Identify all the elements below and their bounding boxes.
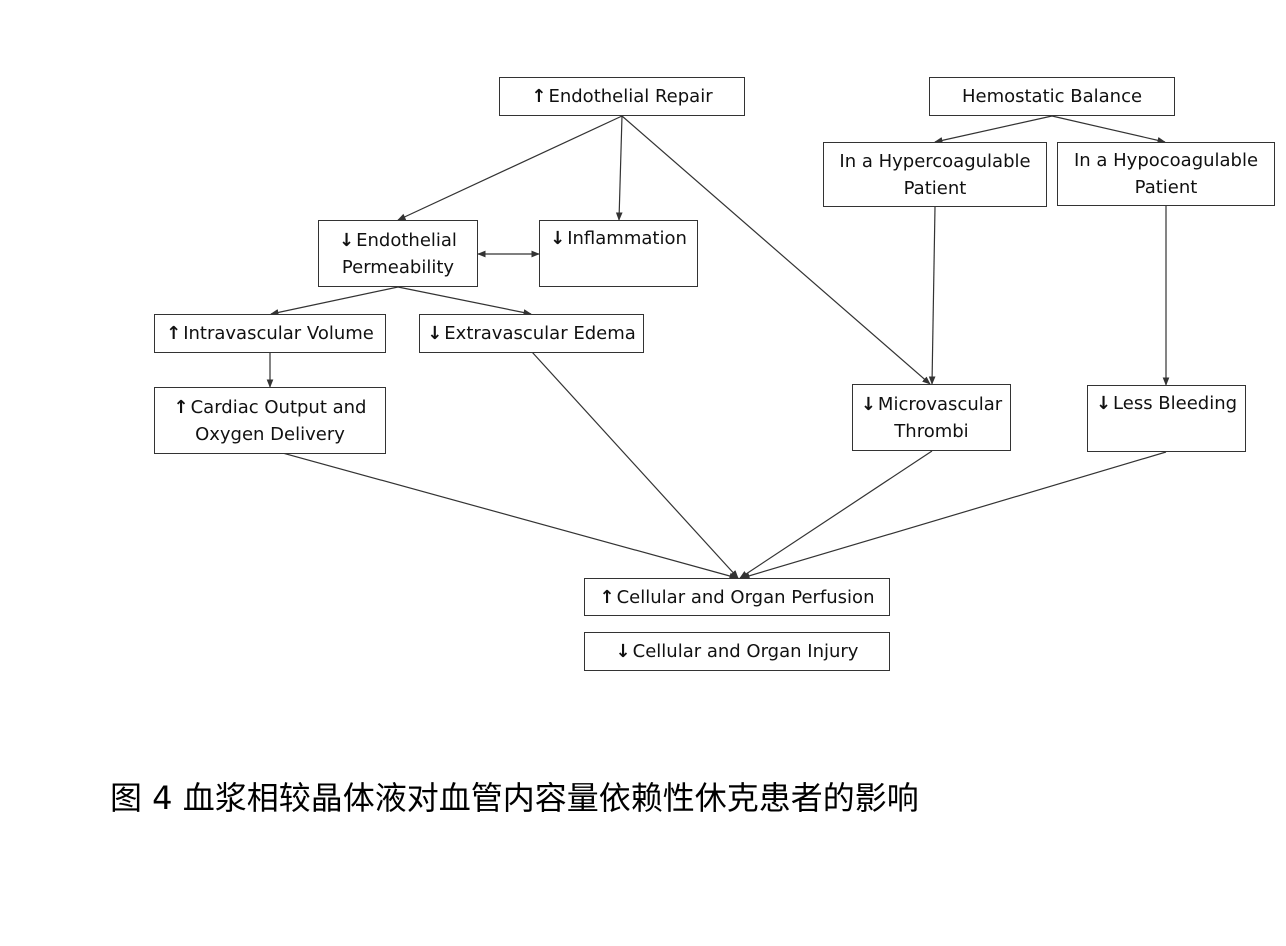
edge-permeability-to-edema <box>397 286 532 316</box>
node-intravascular-volume: ↑Intravascular Volume <box>154 314 386 353</box>
figure-caption: 图 4 血浆相较晶体液对血管内容量依赖性休克患者的影响 <box>110 779 919 817</box>
down-arrow-icon: ↓ <box>427 323 443 344</box>
down-arrow-icon: ↓ <box>339 229 355 251</box>
node-label: Cellular and Organ Injury <box>632 641 859 662</box>
node-label-line2: Patient <box>903 177 967 199</box>
node-endothelial-repair: ↑Endothelial Repair <box>499 77 745 116</box>
edge-hemostatic-to-hypo <box>1051 115 1166 144</box>
edge-repair-to-permeability <box>397 115 623 221</box>
edge-thrombi-to-perfusion <box>739 450 933 579</box>
node-less-bleeding: ↓Less Bleeding <box>1087 385 1246 452</box>
up-arrow-icon: ↑ <box>531 86 547 107</box>
node-microvascular-thrombi: ↓Microvascular Thrombi <box>852 384 1011 451</box>
down-arrow-icon: ↓ <box>860 393 876 415</box>
edge-repair-to-inflammation <box>615 115 623 221</box>
node-label-line1: Endothelial <box>356 229 457 251</box>
down-arrow-icon: ↓ <box>1095 393 1112 414</box>
node-hypercoagulable-patient: In a Hypercoagulable Patient <box>823 142 1047 207</box>
node-extravascular-edema: ↓Extravascular Edema <box>419 314 644 353</box>
down-arrow-icon: ↓ <box>615 641 631 662</box>
node-cardiac-output: ↑Cardiac Output and Oxygen Delivery <box>154 387 386 454</box>
node-label: Extravascular Edema <box>444 323 636 344</box>
node-label: Inflammation <box>567 228 687 249</box>
node-label: Hemostatic Balance <box>961 86 1143 107</box>
node-organ-injury: ↓Cellular and Organ Injury <box>584 632 890 671</box>
edge-hyper-to-thrombi <box>928 206 936 385</box>
node-label: Cellular and Organ Perfusion <box>616 586 875 608</box>
node-label-line2: Oxygen Delivery <box>195 423 345 445</box>
edge-cardiac-to-perfusion <box>249 443 738 580</box>
down-arrow-icon: ↓ <box>550 228 566 249</box>
node-hypocoagulable-patient: In a Hypocoagulable Patient <box>1057 142 1275 206</box>
node-hemostatic-balance: Hemostatic Balance <box>929 77 1175 116</box>
node-label-line1: Microvascular <box>877 393 1003 415</box>
node-endothelial-permeability: ↓Endothelial Permeability <box>318 220 478 287</box>
edge-edema-to-perfusion <box>531 351 739 579</box>
node-label-line2: Patient <box>1134 177 1198 198</box>
edge-bleeding-to-perfusion <box>741 451 1167 580</box>
up-arrow-icon: ↑ <box>173 396 189 418</box>
node-label-line2: Thrombi <box>894 420 969 442</box>
node-label-line1: In a Hypercoagulable <box>839 150 1031 172</box>
node-label-line1: In a Hypocoagulable <box>1073 150 1259 171</box>
edge-hemostatic-to-hyper <box>934 115 1053 144</box>
edge-permeability-to-volume <box>270 286 399 316</box>
node-label-line1: Cardiac Output and <box>190 396 367 418</box>
edge-repair-to-thrombi <box>621 115 931 385</box>
node-label: Intravascular Volume <box>183 323 374 344</box>
node-label: Endothelial Repair <box>548 86 713 107</box>
up-arrow-icon: ↑ <box>599 586 615 608</box>
node-inflammation: ↓Inflammation <box>539 220 698 287</box>
node-label-line2: Permeability <box>341 256 455 278</box>
node-label: Less Bleeding <box>1113 393 1238 414</box>
node-organ-perfusion: ↑Cellular and Organ Perfusion <box>584 578 890 616</box>
up-arrow-icon: ↑ <box>166 323 182 344</box>
